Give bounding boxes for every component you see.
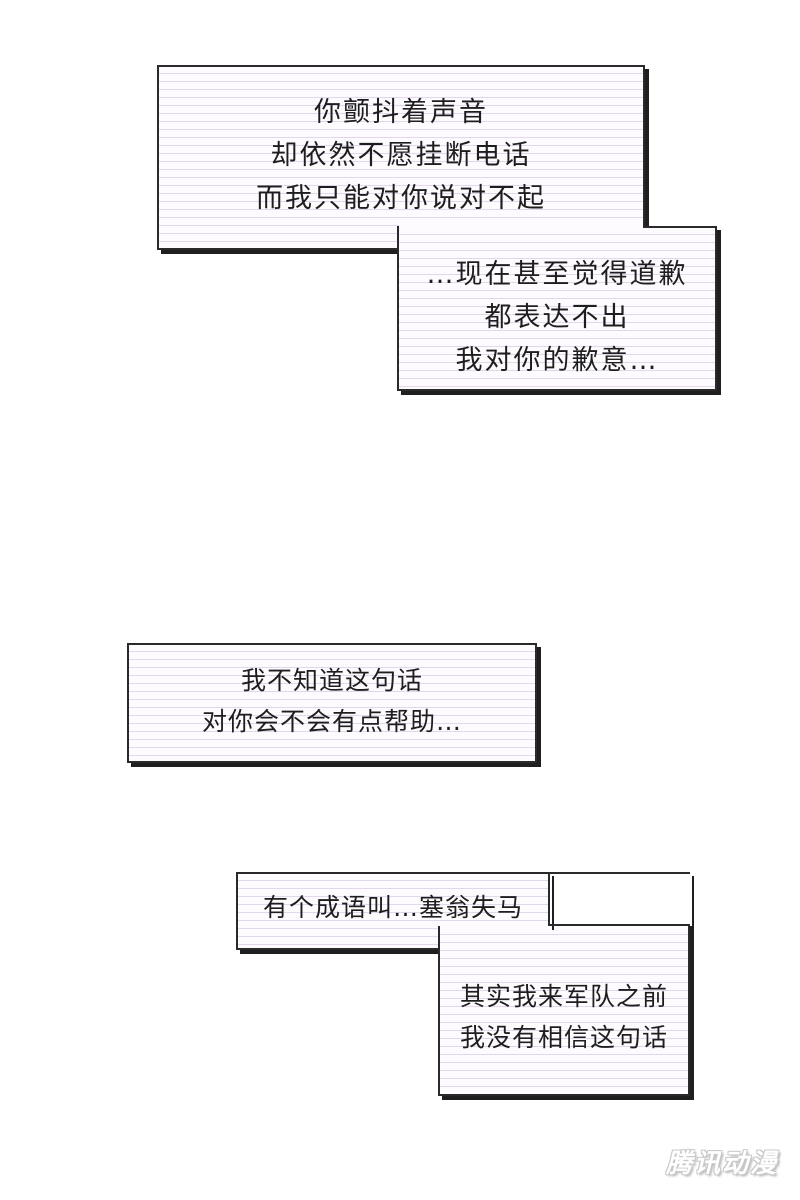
caption-5-text: 其实我来军队之前 我没有相信这句话	[438, 972, 690, 1062]
caption-line: 你颤抖着声音	[314, 97, 488, 128]
caption-line: 我对你的歉意…	[455, 345, 659, 376]
caption-step-edge-top	[548, 924, 690, 926]
caption-line: 有个成语叫…塞翁失马	[262, 892, 523, 922]
caption-1-text: 你颤抖着声音 却依然不愿挂断电话 而我只能对你说对不起	[157, 88, 645, 223]
caption-3-text: 我不知道这句话 对你会不会有点帮助…	[127, 655, 537, 747]
caption-step-mask	[550, 874, 692, 926]
caption-box-middle	[127, 643, 537, 763]
caption-box-top-upper	[157, 65, 645, 250]
caption-line: 我没有相信这句话	[459, 1023, 668, 1052]
caption-line: 却依然不愿挂断电话	[270, 140, 532, 171]
caption-seam-top	[399, 224, 643, 230]
caption-line: 对你会不会有点帮助…	[201, 707, 462, 736]
watermark-logo: 腾讯动漫	[665, 1149, 778, 1179]
caption-2-text: …现在甚至觉得道歉 都表达不出 我对你的歉意…	[397, 250, 717, 385]
caption-line: 我不知道这句话	[240, 666, 423, 695]
caption-seam-bottom	[440, 924, 688, 930]
caption-line: 都表达不出	[484, 302, 630, 333]
caption-box-bottom-lower	[438, 926, 690, 1096]
caption-line: …现在甚至觉得道歉	[426, 259, 688, 290]
caption-line: 而我只能对你说对不起	[256, 183, 546, 214]
caption-step-edge-right	[548, 872, 550, 926]
caption-4-text: 有个成语叫…塞翁失马	[236, 882, 550, 932]
caption-line: 其实我来军队之前	[459, 982, 668, 1011]
